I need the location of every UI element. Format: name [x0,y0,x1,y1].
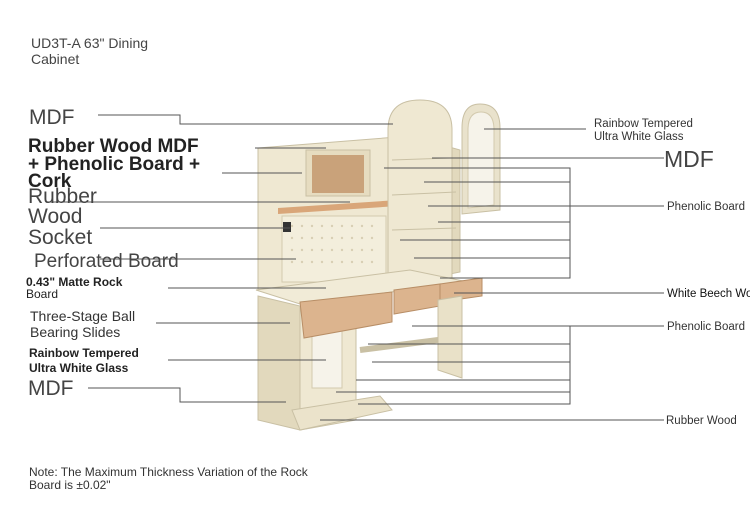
perforation-dots [290,224,374,264]
label-glass-left-2: Ultra White Glass [29,361,129,375]
arched-glass [467,111,495,209]
cabinet-illustration [255,99,501,431]
label-rubber-wood-mdf: Rubber Wood MDF [28,136,199,157]
drawer-left [299,291,393,339]
label-wood: Wood [28,205,83,228]
label-slides-2: Bearing Slides [30,324,121,340]
leader-lines [50,114,664,421]
label-glass-right-1: Rainbow Tempered [594,118,693,130]
label-socket: Socket [28,226,93,249]
label-phenolic-right-2: Phenolic Board [667,321,745,333]
footnote: Note: The Maximum Thickness Variation of… [29,465,308,493]
label-mdf-right: MDF [664,146,714,172]
label-cork: Cork [28,171,72,192]
right-leg [437,295,463,379]
lower-glass [311,329,343,389]
perforated-board [281,215,387,283]
label-mdf-top: MDF [29,106,75,129]
cork-panel [312,155,364,193]
socket [283,222,291,232]
label-rubber-wood-right: Rubber Wood [666,415,737,427]
label-matte-rock-2: Board [26,287,59,301]
label-phenolic-plus: + Phenolic Board + [28,154,201,175]
label-glass-right-2: Ultra White Glass [594,131,684,143]
arched-tower [387,99,453,291]
label-mdf-bottom: MDF [28,377,74,400]
wood-shelf [278,200,398,214]
label-slides-1: Three-Stage Ball [30,308,136,324]
label-matte-rock-1: 0.43" Matte Rock [26,275,123,289]
label-white-beech: White Beech Wo [667,288,750,300]
label-glass-left-1: Rainbow Tempered [29,346,139,360]
drawer-right [439,277,483,303]
product-title: UD3T-A 63" Dining Cabinet [31,35,149,68]
label-rubber: Rubber [28,185,97,208]
label-phenolic-right-1: Phenolic Board [667,201,745,213]
label-perforated-board: Perforated Board [34,251,179,272]
